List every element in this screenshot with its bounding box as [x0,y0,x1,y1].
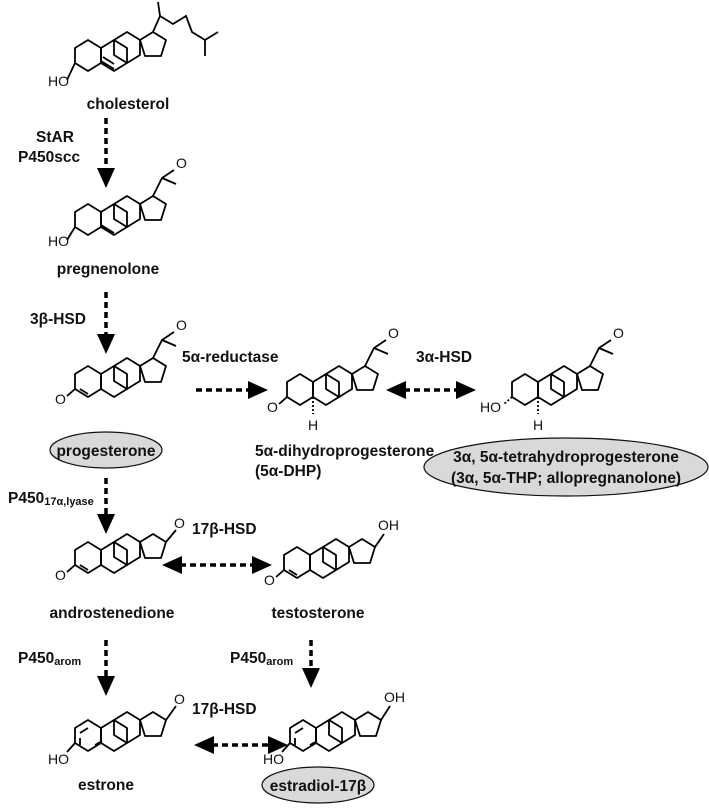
enzyme-17b-hsd-upper-label: 17β-HSD [192,521,257,538]
dhp-label-line1: 5α-dihydroprogesterone [255,443,435,460]
estradiol-structure: HO OH [263,689,405,767]
arrow-androstenedione-testosterone-bidirectional [162,556,272,574]
thp-label-line2: (3α, 5α-THP; allopregnanolone) [451,470,681,487]
ketone-oxygen-label: O [176,317,187,333]
cholesterol-structure: HO [48,1,219,89]
ketone-oxygen-label: O [174,691,185,707]
ketone-oxygen-label: O [267,399,278,415]
androstenedione-structure: O O [55,515,185,583]
estradiol-label: estradiol-17β [270,778,366,795]
ketone-oxygen-label: O [613,325,624,341]
arrow-androstenedione-to-estrone [97,640,115,696]
thp-highlight [423,437,709,497]
hydrogen-label: H [533,417,543,433]
enzyme-star-label: StAR [36,129,74,146]
arrow-pregnenolone-to-progesterone [97,292,115,354]
arrow-cholesterol-to-pregnenolone [97,118,115,188]
enzyme-3a-hsd-label: 3α-HSD [416,349,472,366]
hydroxyl-label: HO [48,73,69,89]
progesterone-structure: O O [55,317,187,407]
ketone-oxygen-label: O [55,567,66,583]
enzyme-17b-hsd-lower-label: 17β-HSD [192,701,257,718]
ketone-oxygen-label: O [174,515,185,531]
hydroxyl-label: OH [378,517,399,533]
enzyme-5a-reductase-label: 5α-reductase [182,349,279,366]
arrow-estrone-estradiol-bidirectional [194,736,288,754]
hydroxyl-label: HO [48,233,69,249]
enzyme-aromatase-left-label: P450arom [18,650,81,668]
testosterone-label: testosterone [271,605,364,622]
arrow-progesterone-to-dhp [196,381,268,399]
estradiol-highlight [261,766,375,804]
hydroxyl-label: OH [384,689,405,705]
ketone-oxygen-label: O [388,325,399,341]
arrow-testosterone-to-estradiol [302,640,320,688]
estrone-structure: HO O [48,691,185,767]
pregnenolone-structure: HO O [48,155,187,249]
dhp-label-line2: (5α-DHP) [255,463,321,480]
ketone-oxygen-label: O [55,391,66,407]
thp-label-line1: 3α, 5α-tetrahydroprogesterone [453,449,679,466]
enzyme-p450-17-label: P45017α,lyase [8,490,94,508]
ketone-oxygen-label: O [264,572,275,588]
thp-structure: HO H O [480,325,624,433]
enzyme-3b-hsd-label: 3β-HSD [30,311,86,328]
hydroxyl-label: HO [480,399,501,415]
dhp-structure: O H O [267,325,399,433]
testosterone-structure: O OH [264,517,399,588]
progesterone-label: progesterone [56,443,155,460]
estrone-label: estrone [78,777,134,794]
arrow-progesterone-to-androstenedione [97,478,115,534]
cholesterol-label: cholesterol [87,96,170,113]
arrow-dhp-thp-bidirectional [386,381,476,399]
hydroxyl-label: HO [263,751,284,767]
enzyme-p450scc-label: P450scc [18,149,80,166]
hydroxyl-label: HO [48,751,69,767]
enzyme-aromatase-right-label: P450arom [230,650,293,668]
pregnenolone-label: pregnenolone [57,261,160,278]
progesterone-highlight [49,431,163,469]
androstenedione-label: androstenedione [50,605,175,622]
ketone-oxygen-label: O [176,155,187,171]
hydrogen-label: H [308,417,318,433]
